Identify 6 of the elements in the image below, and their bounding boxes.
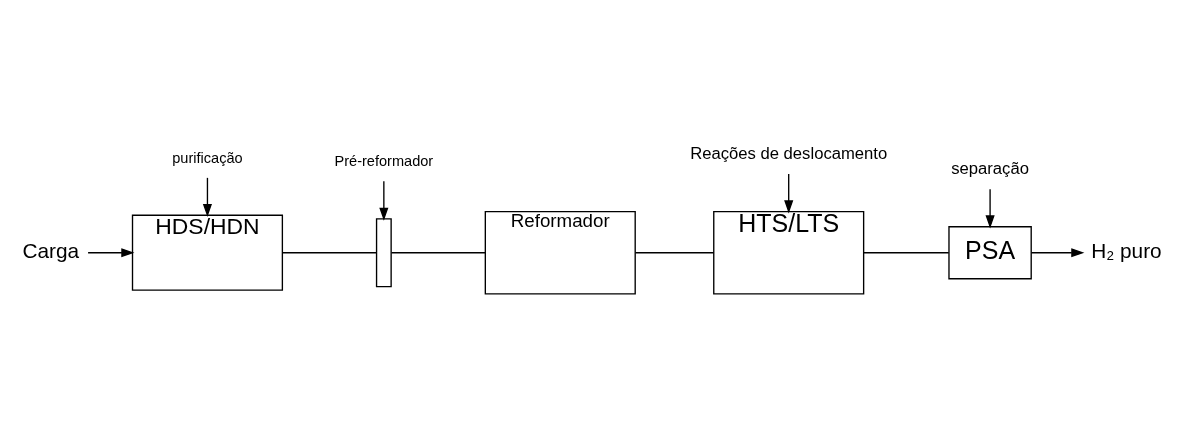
node-text: purificação <box>172 149 243 166</box>
node-text: separação <box>951 159 1029 179</box>
node-text: H₂ puro <box>1091 238 1162 262</box>
node-text: Reações de deslocamento <box>690 143 888 163</box>
node-text: Pré-reformador <box>334 153 434 170</box>
node-text: Carga <box>22 238 80 262</box>
